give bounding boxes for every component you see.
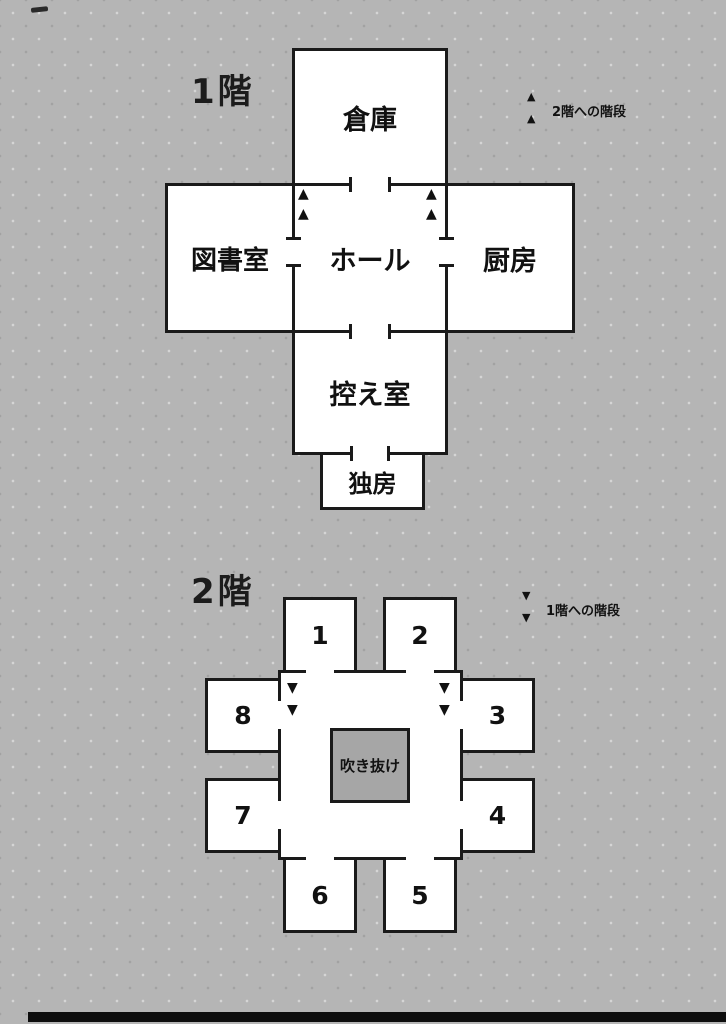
floor2-room-6: 6	[283, 857, 357, 933]
room-number: 8	[234, 701, 252, 730]
stairs-up-icon: ▲	[298, 206, 309, 222]
stairs-up-icon: ▲	[527, 112, 536, 125]
door-room4-hall	[459, 801, 466, 829]
floor1-room-hall: ホール	[292, 183, 448, 333]
floor1-stairs-label: 2階への階段	[552, 105, 627, 120]
floor2-stairs-label: 1階への階段	[546, 604, 621, 619]
door-room8-hall	[277, 701, 284, 729]
door-jamb-mark	[439, 237, 454, 240]
door-jamb-mark	[439, 264, 454, 267]
stairs-down-icon: ▼	[287, 702, 298, 718]
floor1-title: 1階	[191, 72, 255, 112]
door-warehouse-hall	[352, 181, 388, 188]
floor1-room-cell: 独房	[320, 452, 425, 510]
floor1-room-kitchen: 厨房	[445, 183, 575, 333]
stairs-down-icon: ▼	[439, 680, 450, 696]
door-jamb-mark	[388, 177, 391, 192]
stairs-up-icon: ▲	[426, 206, 437, 222]
room-number: 1	[311, 620, 329, 650]
door-jamb-mark	[286, 237, 301, 240]
stairs-up-icon: ▲	[298, 186, 309, 202]
room-label-kitchen: 厨房	[483, 245, 537, 277]
floor1-room-library: 図書室	[165, 183, 295, 333]
stairs-up-icon: ▲	[527, 90, 536, 103]
stairs-down-icon: ▼	[522, 611, 531, 624]
room-number: 3	[488, 701, 507, 730]
floor2-room-3: 3	[460, 678, 535, 753]
door-library-hall	[290, 240, 297, 267]
stairs-down-icon: ▼	[287, 680, 298, 696]
door-jamb-mark	[387, 446, 390, 461]
room-label-cell: 独房	[348, 469, 397, 498]
stairs-down-icon: ▼	[439, 702, 450, 718]
room-number: 5	[411, 880, 429, 910]
door-hall-kitchen	[443, 240, 450, 267]
atrium-label: 吹き抜け	[339, 757, 400, 775]
room-number: 4	[488, 801, 507, 830]
stairs-down-icon: ▼	[522, 589, 531, 602]
scan-mark-top-left	[30, 6, 49, 13]
room-label-waiting: 控え室	[329, 380, 411, 411]
room-number: 2	[411, 620, 429, 650]
room-number: 6	[311, 880, 329, 910]
floor2-room-5: 5	[383, 857, 457, 933]
floor1-room-waiting: 控え室	[292, 330, 448, 455]
door-room7-hall	[277, 801, 284, 829]
room-number: 7	[234, 801, 252, 830]
door-room6-hall	[306, 855, 334, 862]
door-jamb-mark	[349, 324, 352, 339]
floor2-room-8: 8	[205, 678, 281, 753]
door-jamb-mark	[349, 177, 352, 192]
stairs-up-icon: ▲	[426, 186, 437, 202]
floor2-title: 2階	[191, 572, 255, 612]
door-room5-hall	[406, 855, 434, 862]
floor2-room-2: 2	[383, 597, 457, 673]
floor1-room-warehouse: 倉庫	[292, 48, 448, 186]
door-room2-hall	[406, 668, 434, 675]
door-jamb-mark	[350, 446, 353, 461]
floor2-room-1: 1	[283, 597, 357, 673]
door-jamb-mark	[388, 324, 391, 339]
room-label-library: 図書室	[190, 245, 269, 276]
floor2-atrium: 吹き抜け	[330, 728, 410, 803]
door-room1-hall	[306, 668, 334, 675]
door-waiting-cell	[353, 450, 387, 457]
door-jamb-mark	[286, 264, 301, 267]
door-hall-waiting	[352, 328, 388, 335]
bottom-scan-bar	[28, 1012, 726, 1022]
floor2-room-4: 4	[460, 778, 535, 853]
door-room3-hall	[459, 701, 466, 729]
room-label-hall: ホール	[329, 245, 411, 277]
floor2-room-7: 7	[205, 778, 281, 853]
room-label-warehouse: 倉庫	[343, 104, 397, 136]
